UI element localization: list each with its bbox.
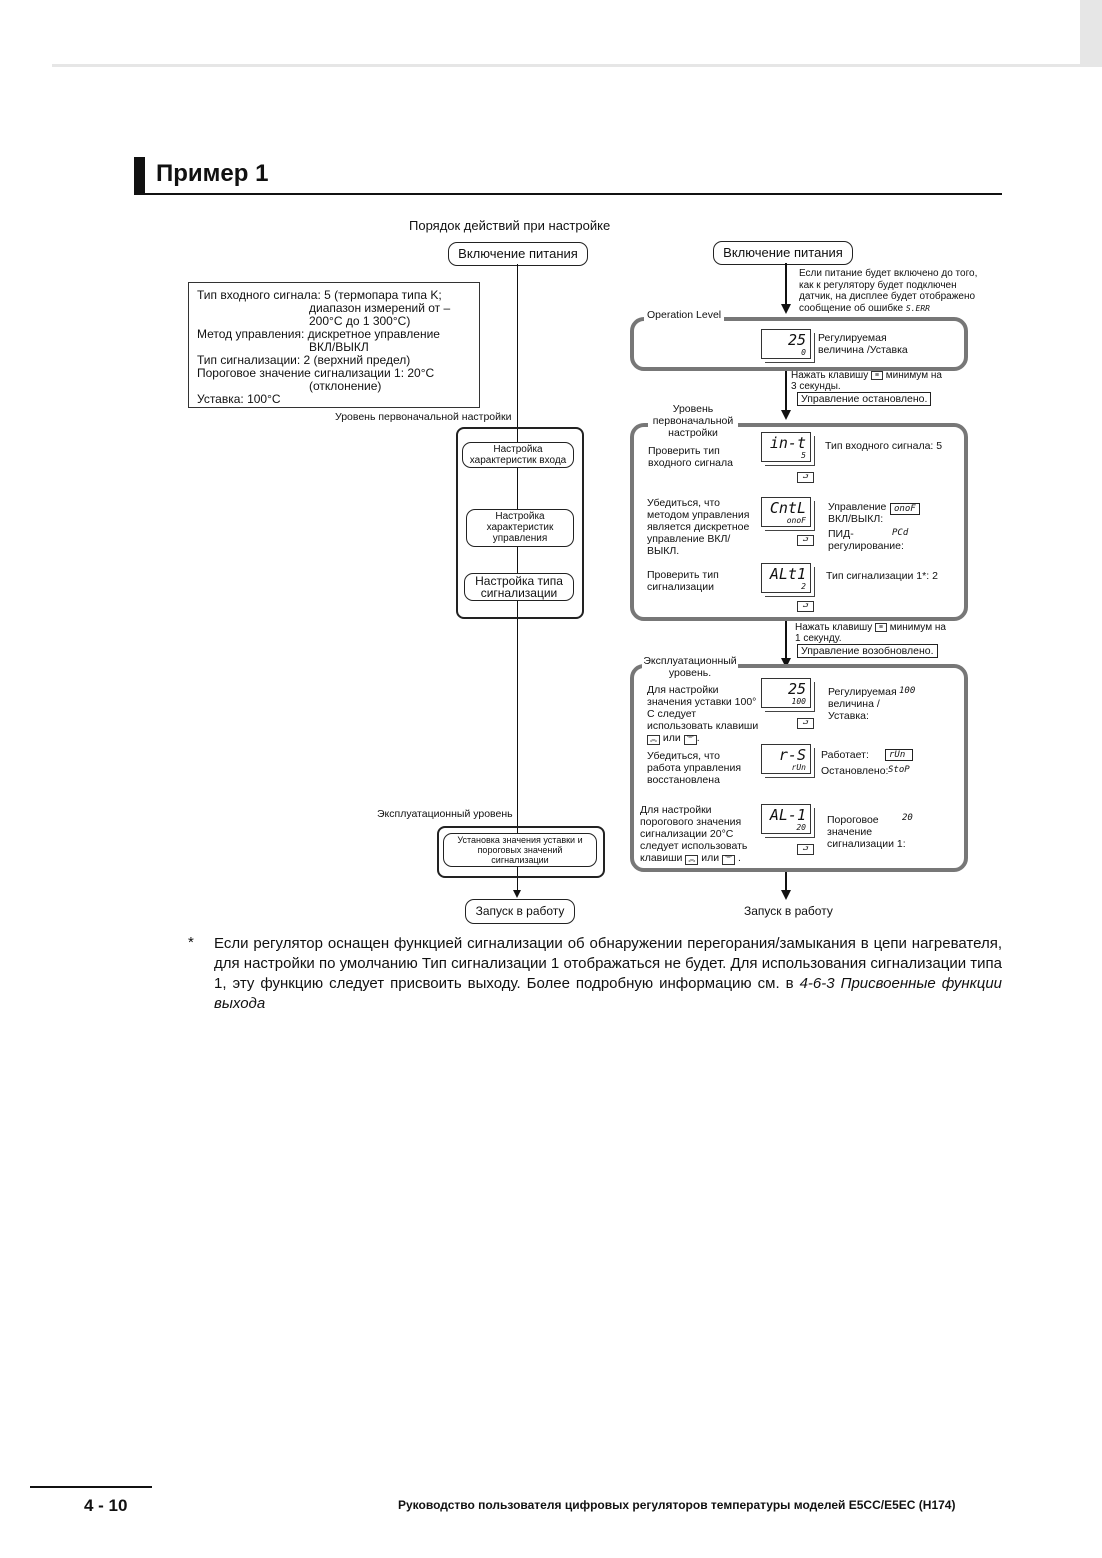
display-setpoint: 25 100 [761,678,811,708]
display-run-stop: r-S rUn [761,744,811,774]
footnote-mark: * [188,934,194,951]
section-title: Пример 1 [156,160,269,187]
input-type-text: Тип входного сигнала: 5 [825,440,943,452]
param-line: Пороговое значение сигнализации 1: 20°C [197,366,435,380]
alarm-type-text: Тип сигнализации 1*: 2 [826,570,938,582]
pid-label: ПИД-регулирование: [828,528,904,552]
mode-key-icon: ⮐ [797,535,814,546]
param-line: Уставка: 100°C [197,392,281,406]
display-alarm-value: AL-1 20 [761,804,811,834]
right-arrowhead [781,304,791,314]
left-power-on: Включение питания [448,242,588,266]
up-key-icon: ︽ [647,735,660,745]
param-line: 200°C до 1 300°C) [309,314,411,328]
left-step-input: Настройка характеристик входа [462,442,574,468]
mode-key-icon: ⮐ [797,601,814,612]
down-key-icon: ︾ [683,735,697,745]
run-code: rUn [885,749,913,761]
op-level-bracket [630,664,968,872]
set-sp-text: Для настройки значения уставки 100° С сл… [647,684,759,745]
right-line-4 [785,868,787,892]
mode-key-icon: ⮐ [797,844,814,855]
title-rule [134,193,1002,195]
onoff-label: Управление ВКЛ/ВЫКЛ: [828,501,887,525]
operation-level-label: Operation Level [644,309,725,321]
press-1s-note: Нажать клавишу ≡ минимум на 1 секунду. [795,622,946,644]
footnote-reference: 4-6-3 Присвоенные функции выхода [214,975,1003,1012]
right-start: Запуск в работу [744,904,833,918]
left-init-level-label: Уровень первоначальной настройки [335,411,512,423]
control-resumed-badge: Управление возобновлено. [797,644,938,658]
level-key-icon: ≡ [874,622,887,632]
left-op-group [437,826,605,878]
right-line-2 [785,368,787,410]
check-input-text: Проверить тип входного сигнала [648,445,733,469]
left-step-alarm: Настройка типа сигнализации [464,573,574,601]
error-code: S.ERR [905,303,930,313]
top-rule [52,64,1102,67]
right-line-3 [785,619,787,661]
alarm-value-code: 20 [902,813,913,823]
pv-sv-label: Регулируемая величина /Уставка [818,332,908,356]
right-power-on: Включение питания [713,241,853,265]
init-level-bracket [630,423,968,621]
footer-title: Руководство пользователя цифровых регуля… [398,1498,956,1512]
stop-label: Остановлено: [821,765,889,777]
left-arrow-end [513,890,521,898]
display-input-type: in-t 5 [761,432,811,462]
op-level-label: Эксплуатационный уровень. [642,655,738,679]
page-number: 4 - 10 [84,1496,128,1515]
display-alarm-type: ALt1 2 [761,563,811,593]
footnote: Если регулятор оснащен функцией сигнализ… [214,935,1003,1012]
param-line: Тип сигнализации: 2 (верхний предел) [197,353,411,367]
param-line: (отклонение) [309,379,382,393]
mode-key-icon: ⮐ [797,718,814,729]
left-op-level-label: Эксплуатационный уровень [377,808,513,820]
sp-label: Регулируемая величина / Уставка: [828,686,897,722]
pid-code: PCd [892,528,909,538]
display-pv-sv: 25 0 [761,329,811,359]
left-init-group [456,427,584,619]
right-arrowhead [781,410,791,420]
power-note: Если питание будет включено до того, как… [799,268,978,314]
left-step-control: Настройка характеристик управления [466,509,574,547]
control-stopped-badge: Управление остановлено. [797,392,932,406]
param-line: Тип входного сигнала: 5 (термопара типа … [197,288,442,302]
right-line-1 [785,263,787,308]
check-alarm-text: Проверить тип сигнализации [647,569,719,593]
footer-rule [30,1486,152,1488]
check-control-text: Убедиться, что методом управления являет… [647,497,750,557]
left-step-setpoints: Установка значения уставки и пороговых з… [443,833,597,867]
param-line: диапазон измерений от – [309,301,451,315]
run-label: Работает: [821,749,869,761]
mode-key-icon: ⮐ [797,472,814,483]
title-marker [134,157,145,195]
check-run-text: Убедиться, что работа управления восстан… [647,750,742,786]
alarm-value-label: Пороговое значение сигнализации 1: [827,814,906,850]
display-control: CntL onoF [761,497,811,527]
operation-level-bracket [630,317,968,371]
sp-code: 100 [899,686,916,696]
down-key-icon: ︾ [722,855,736,865]
onoff-code: onoF [890,503,920,515]
left-start: Запуск в работу [465,899,575,924]
left-params-box: Тип входного сигнала: 5 (термопара типа … [188,282,480,408]
up-key-icon: ︽ [685,855,699,865]
param-line: Метод управления: дискретное управление [197,327,440,341]
corner-tab [1080,0,1102,64]
press-3s-note: Нажать клавишу ≡ минимум на 3 секунды. [791,370,942,392]
right-arrowhead [781,890,791,900]
stop-code: StoP [888,765,910,775]
level-key-icon: ≡ [870,370,883,380]
right-arrowhead [781,658,791,668]
param-line: ВКЛ/ВЫКЛ [309,340,369,354]
init-level-label: Уровень первоначальной настройки [648,403,738,439]
set-alarm-text: Для настройки порогового значения сигнал… [640,804,748,865]
flow-title: Порядок действий при настройке [409,218,611,233]
